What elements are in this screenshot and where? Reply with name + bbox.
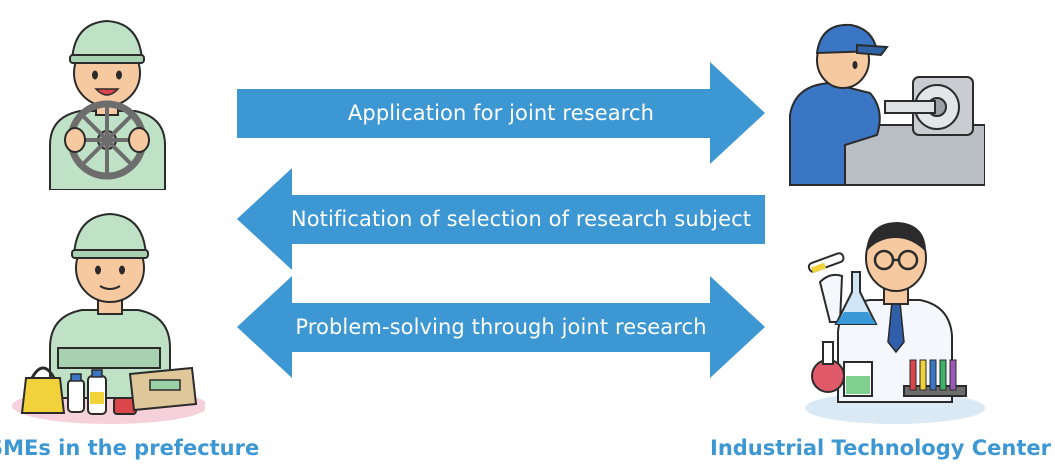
arrow-problem-solving: Problem-solving through joint research	[237, 276, 765, 378]
arrow-label-application: Application for joint research	[347, 101, 655, 125]
caption-right-group: Industrial Technology Center	[710, 436, 1051, 460]
worker-holding-wheel-icon	[30, 5, 185, 190]
arrow-double-shape	[237, 276, 765, 378]
arrow-label-notification: Notification of selection of research su…	[290, 207, 752, 231]
arrow-application: Application for joint research	[237, 62, 765, 164]
worker-with-products-icon	[10, 198, 205, 428]
arrow-label-problem-solving: Problem-solving through joint research	[295, 315, 707, 339]
scientist-with-flask-icon	[800, 212, 985, 427]
arrow-left-shape	[237, 168, 765, 270]
machinist-at-lathe-icon	[785, 15, 985, 190]
arrow-right-shape	[237, 62, 765, 164]
caption-left-group: SMEs in the prefecture	[0, 436, 260, 460]
arrow-notification: Notification of selection of research su…	[237, 168, 765, 270]
